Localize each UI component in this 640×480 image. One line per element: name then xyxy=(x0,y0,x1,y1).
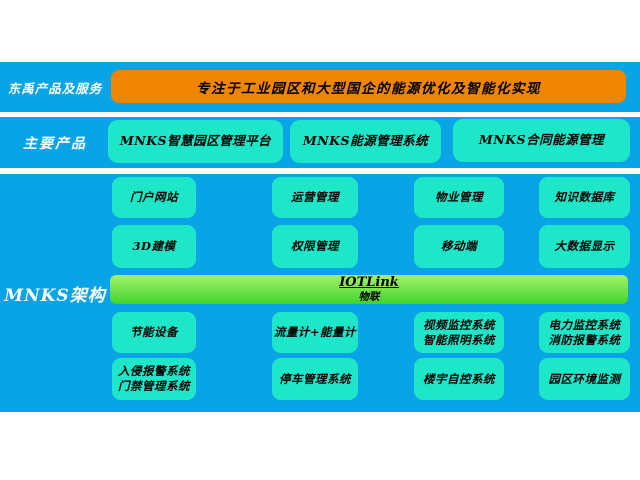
product-box-smart-park-platform: MNKS智慧园区管理平台 xyxy=(108,120,283,163)
arch-box-portal-website: 门户网站 xyxy=(112,177,196,218)
arch-box-parking-mgmt: 停车管理系统 xyxy=(272,358,358,400)
products-band-label: 主要产品 xyxy=(23,135,87,152)
arch-box-property-mgmt: 物业管理 xyxy=(414,177,504,218)
arch-box-3d-modeling: 3D建模 xyxy=(112,225,196,268)
iotlink-bar: IOTLink 物联 xyxy=(110,275,628,304)
arch-box-park-environment-monitoring: 园区环境监测 xyxy=(539,358,630,400)
arch-box-intrusion-access-control: 入侵报警系统 门禁管理系统 xyxy=(112,358,196,400)
arch-box-permission-mgmt: 权限管理 xyxy=(272,225,358,268)
product-box-contract-energy-mgmt: MNKS合同能源管理 xyxy=(453,119,630,162)
arch-box-energy-saving-equipment: 节能设备 xyxy=(112,312,196,353)
iotlink-subtitle: 物联 xyxy=(358,290,380,303)
arch-box-big-data-display: 大数据显示 xyxy=(539,225,630,268)
product-box-energy-mgmt-system: MNKS能源管理系统 xyxy=(290,120,441,163)
arch-box-video-surveillance-lighting: 视频监控系统 智能照明系统 xyxy=(414,312,504,353)
arch-box-power-monitoring-fire-alarm: 电力监控系统 消防报警系统 xyxy=(539,312,630,353)
arch-box-building-automation: 楼宇自控系统 xyxy=(414,358,504,400)
services-band-label: 东禹产品及服务 xyxy=(7,80,103,96)
arch-box-knowledge-database: 知识数据库 xyxy=(539,177,630,218)
arch-box-mobile-terminal: 移动端 xyxy=(414,225,504,268)
architecture-band-label: MNKS架构 xyxy=(4,285,106,306)
architecture-band: MNKS架构 门户网站 运营管理 物业管理 知识数据库 3D建模 权限管理 移动… xyxy=(0,174,640,412)
services-banner: 专注于工业园区和大型国企的能源优化及智能化实现 xyxy=(111,70,626,103)
services-band: 东禹产品及服务 专注于工业园区和大型国企的能源优化及智能化实现 xyxy=(0,62,640,112)
arch-box-operation-mgmt: 运营管理 xyxy=(272,177,358,218)
products-band: 主要产品 MNKS智慧园区管理平台 MNKS能源管理系统 MNKS合同能源管理 xyxy=(0,117,640,168)
arch-box-flow-energy-meter: 流量计+能量计 xyxy=(272,312,358,353)
iotlink-title: IOTLink xyxy=(339,275,399,290)
